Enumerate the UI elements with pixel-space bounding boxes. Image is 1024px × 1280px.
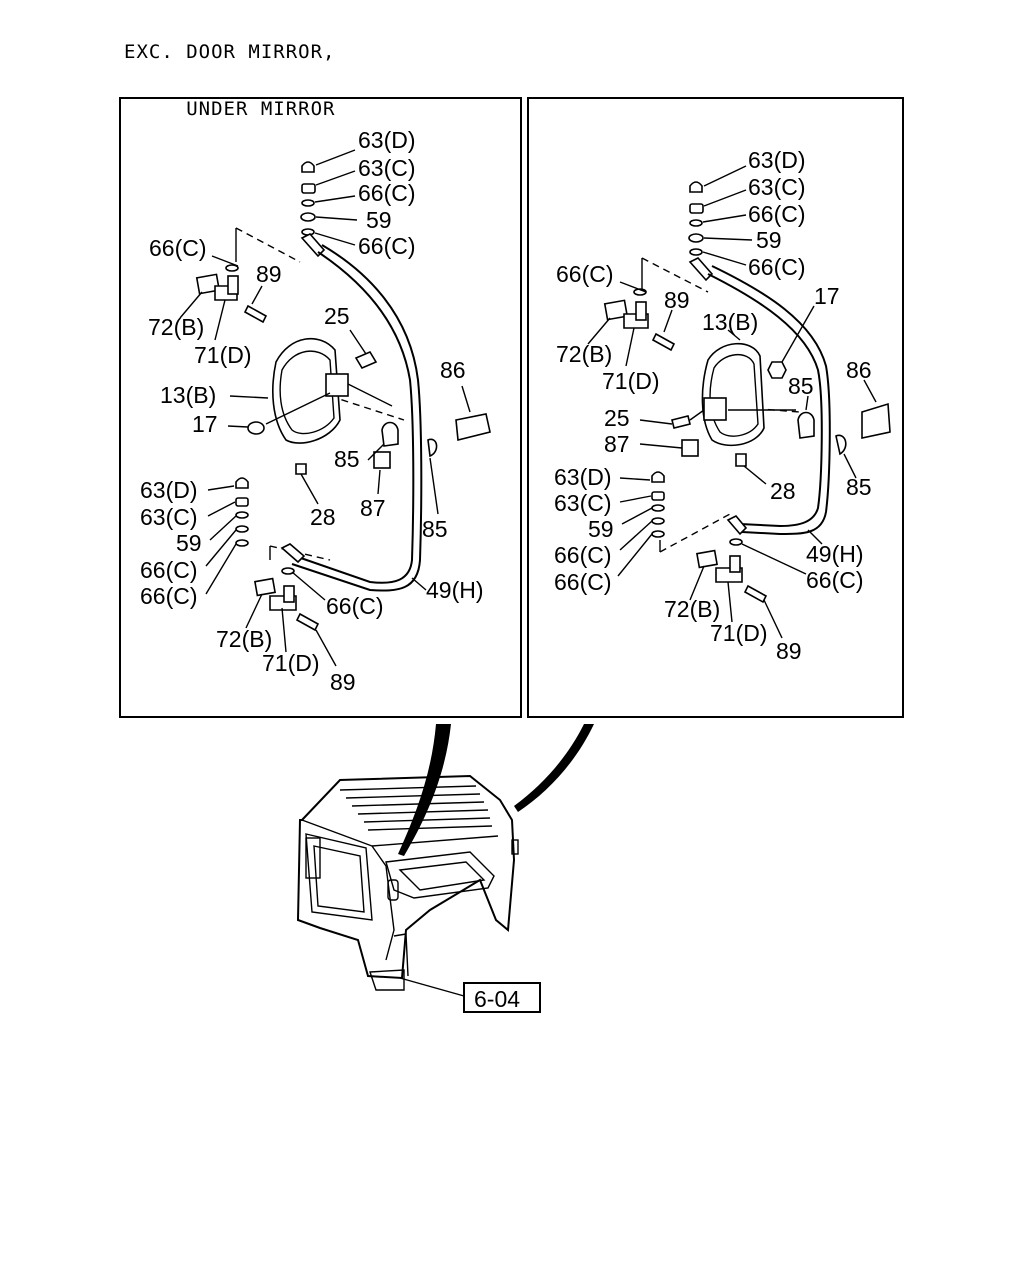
label-85: 85 <box>788 373 814 399</box>
left-panel-frame <box>119 97 522 718</box>
label-66c: 66(C) <box>748 201 806 227</box>
label-71d: 71(D) <box>710 620 768 646</box>
left-panel-pointer <box>398 724 451 856</box>
label-66c: 66(C) <box>806 567 864 593</box>
label-89: 89 <box>776 638 802 664</box>
label-49h: 49(H) <box>426 577 484 603</box>
label-71d: 71(D) <box>194 342 252 368</box>
label-13b: 13(B) <box>702 309 758 335</box>
label-87: 87 <box>360 495 386 521</box>
diagram-title: EXC. DOOR MIRROR, UNDER MIRROR <box>124 5 335 138</box>
label-66c: 66(C) <box>140 583 198 609</box>
right-panel-drawing: 63(D) 63(C) 66(C) 59 66(C) 66(C) 89 17 7… <box>554 147 891 664</box>
label-49h: 49(H) <box>806 541 864 567</box>
reference-box <box>463 982 541 1013</box>
label-71d: 71(D) <box>262 650 320 676</box>
label-72b: 72(B) <box>148 314 204 340</box>
label-17: 17 <box>814 283 840 309</box>
left-panel-drawing: 63(D) 63(C) 66(C) 59 66(C) 66(C) 89 72(B… <box>140 127 491 695</box>
label-63d: 63(D) <box>358 127 416 153</box>
label-66c: 66(C) <box>556 261 614 287</box>
label-63c: 63(C) <box>748 174 806 200</box>
label-17: 17 <box>192 411 218 437</box>
label-63c: 63(C) <box>358 155 416 181</box>
label-72b: 72(B) <box>556 341 612 367</box>
label-86: 86 <box>440 357 466 383</box>
label-85: 85 <box>846 474 872 500</box>
label-66c: 66(C) <box>554 542 612 568</box>
label-87: 87 <box>604 431 630 457</box>
label-59: 59 <box>756 227 782 253</box>
label-59: 59 <box>366 207 392 233</box>
label-28: 28 <box>310 504 336 530</box>
label-89: 89 <box>664 287 690 313</box>
label-71d: 71(D) <box>602 368 660 394</box>
label-85: 85 <box>334 446 360 472</box>
right-panel-pointer <box>514 724 594 812</box>
label-66c: 66(C) <box>140 557 198 583</box>
label-13b: 13(B) <box>160 382 216 408</box>
cab-illustration <box>296 724 594 997</box>
label-59: 59 <box>176 530 202 556</box>
label-86: 86 <box>846 357 872 383</box>
label-25: 25 <box>324 303 350 329</box>
title-line-2: UNDER MIRROR <box>124 98 336 120</box>
label-66c: 66(C) <box>554 569 612 595</box>
label-72b: 72(B) <box>664 596 720 622</box>
label-63c: 63(C) <box>554 490 612 516</box>
label-63c: 63(C) <box>140 504 198 530</box>
label-89: 89 <box>256 261 282 287</box>
label-63d: 63(D) <box>748 147 806 173</box>
label-28: 28 <box>770 478 796 504</box>
label-85: 85 <box>422 516 448 542</box>
label-66c: 66(C) <box>149 235 207 261</box>
label-66c: 66(C) <box>358 180 416 206</box>
label-59: 59 <box>588 516 614 542</box>
label-25: 25 <box>604 405 630 431</box>
label-72b: 72(B) <box>216 626 272 652</box>
title-line-1: EXC. DOOR MIRROR, <box>124 41 336 63</box>
reference-label: 6-04 <box>474 986 520 1012</box>
right-panel-frame <box>527 97 904 718</box>
label-63d: 63(D) <box>554 464 612 490</box>
label-63d: 63(D) <box>140 477 198 503</box>
label-89: 89 <box>330 669 356 695</box>
label-66c: 66(C) <box>358 233 416 259</box>
label-66c: 66(C) <box>748 254 806 280</box>
label-66c: 66(C) <box>326 593 384 619</box>
